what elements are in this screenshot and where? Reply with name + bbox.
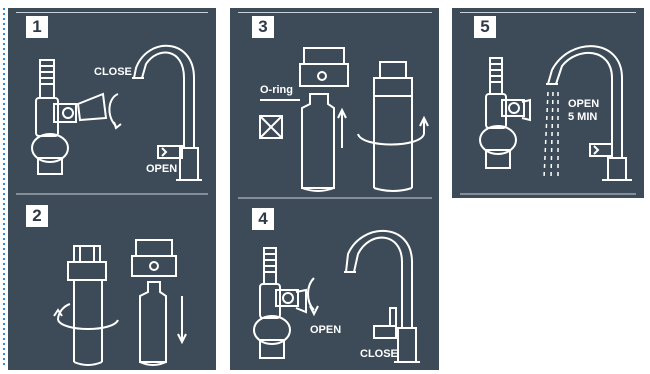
step-4-badge: 4 <box>252 208 274 230</box>
panel-top-rule <box>16 12 208 13</box>
step-2-illustration <box>53 239 187 366</box>
step-5-open-label: OPEN <box>568 98 600 110</box>
panel-top-rule <box>238 12 432 13</box>
step-2-badge: 2 <box>26 205 48 227</box>
step-4-close-label: CLOSE <box>360 348 398 360</box>
step-1-illustration <box>16 44 208 195</box>
step-1-open-label: OPEN <box>146 163 178 175</box>
panel-top-rule <box>460 12 636 13</box>
step-4-open-label: OPEN <box>310 324 342 336</box>
panel-step-5: 5 OP <box>452 8 644 198</box>
step-1-close-label: CLOSE <box>94 66 132 78</box>
step-3-badge: 3 <box>252 16 274 38</box>
step-5-illustration <box>460 45 636 195</box>
panel-steps-3-4: 3 <box>230 8 439 370</box>
step-4-illustration <box>253 230 420 363</box>
panel-steps-1-2: 1 CLO <box>8 8 216 370</box>
step-5-badge: 5 <box>474 16 496 38</box>
edge-dotted-line <box>3 8 5 368</box>
step-3-illustration <box>238 47 432 199</box>
step-3-oring-label: O-ring <box>260 84 293 96</box>
step-1-badge: 1 <box>26 16 48 38</box>
step-5-duration-label: 5 MIN <box>568 111 598 123</box>
